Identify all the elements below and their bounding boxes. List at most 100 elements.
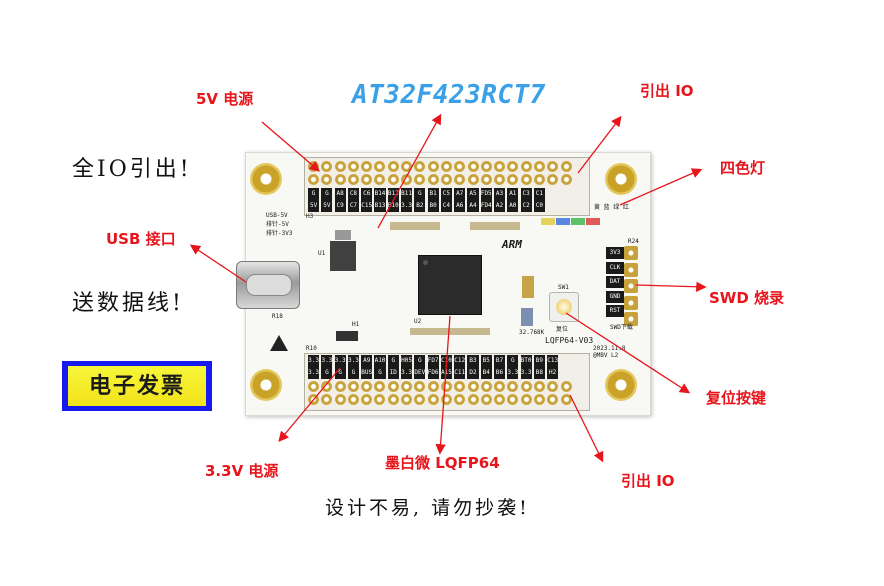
- bottom-pin-label: A9: [361, 355, 373, 367]
- header-pad: [454, 161, 466, 172]
- top-pin-label: G: [321, 188, 333, 200]
- swd-download-label: SWD下载: [610, 324, 633, 331]
- led-2: [556, 218, 570, 225]
- arrow-io-top: [577, 115, 622, 174]
- header-pad: [361, 174, 373, 185]
- callout-io-top: 引出 IO: [640, 82, 694, 100]
- header-pad: [560, 381, 572, 392]
- bottom-pin-label: ID: [387, 367, 399, 379]
- reset-label: 复位: [556, 326, 569, 333]
- arrow-usb: [189, 244, 247, 283]
- top-pin-label: C7: [347, 200, 360, 212]
- header-pad: [560, 394, 572, 405]
- led-3: [571, 218, 585, 225]
- callout-5v-power: 5V 电源: [196, 90, 254, 108]
- bottom-pin-label: FD7: [427, 355, 439, 367]
- top-header-pads-row2: [308, 174, 574, 185]
- top-pin-label: A2: [493, 200, 506, 212]
- header-pad: [507, 394, 519, 405]
- bottom-pin-label: A10: [374, 355, 386, 367]
- arrow-chip-title: [377, 113, 442, 229]
- bottom-pin-label: 3.3: [334, 355, 346, 367]
- bottom-pin-label: BUS: [361, 367, 373, 379]
- header-pad: [467, 161, 479, 172]
- bottom-pin-label: 3.3: [400, 367, 413, 379]
- header-pad: [440, 381, 452, 392]
- top-pin-label: A1: [507, 188, 519, 200]
- arrow-mcu: [435, 315, 451, 455]
- top-pin-label: 5V: [321, 200, 333, 212]
- top-pin-label: G: [308, 188, 320, 200]
- top-pin-label: C9: [334, 200, 346, 212]
- top-pin-label: C6: [361, 188, 373, 200]
- header-pad: [454, 394, 466, 405]
- header-pad: [547, 174, 559, 185]
- header-pad: [347, 174, 359, 185]
- callout-swd: SWD 烧录: [709, 289, 785, 307]
- header-pad: [334, 161, 346, 172]
- regulator-tab: [335, 230, 351, 240]
- top-pin-label: A4: [467, 200, 479, 212]
- header-pad: [401, 174, 413, 185]
- top-pin-label: A5: [467, 188, 479, 200]
- bottom-pin-label: C13: [547, 355, 559, 367]
- usb-power-notes: USB-5V 排针-5V 排针-3V3: [266, 212, 293, 237]
- arrow-io-bottom: [569, 394, 604, 463]
- top-pin-label: A8: [334, 188, 346, 200]
- arrow-led: [619, 168, 703, 206]
- header-pad: [374, 174, 386, 185]
- header-pad: [347, 394, 359, 405]
- header-pad: [414, 381, 426, 392]
- top-pin-label: C3: [520, 188, 532, 200]
- header-pad: [427, 174, 439, 185]
- header-pad: [414, 161, 426, 172]
- voltage-regulator: [330, 241, 356, 271]
- header-pad: [467, 394, 479, 405]
- header-pad: [560, 174, 572, 185]
- header-pad: [520, 394, 532, 405]
- callout-led: 四色灯: [720, 159, 766, 177]
- header-pad: [480, 174, 492, 185]
- bottom-pin-label: B6: [493, 367, 506, 379]
- header-pad: [507, 381, 519, 392]
- header-pad: [547, 381, 559, 392]
- mount-hole-top-right: [605, 163, 637, 195]
- swd-pin-labels: 3V3 CLK DAT GND RST: [606, 247, 624, 320]
- top-pin-label: 3.3: [400, 200, 413, 212]
- top-pin-label: 5V: [308, 200, 320, 212]
- bottom-pin-label: G: [334, 367, 346, 379]
- usb-c-connector: [236, 261, 300, 309]
- top-pin-label: C5: [440, 188, 452, 200]
- header-pad: [507, 161, 519, 172]
- header-pad: [440, 174, 452, 185]
- top-pin-label: B0: [427, 200, 439, 212]
- header-pad: [401, 381, 413, 392]
- header-pad: [534, 381, 546, 392]
- header-pad: [334, 381, 346, 392]
- regulator-ref: U1: [318, 250, 326, 257]
- arm-logo: ARM: [502, 238, 522, 251]
- callout-io-bottom: 引出 IO: [621, 472, 675, 490]
- bottom-header-pads-row1: [308, 381, 574, 392]
- reset-button[interactable]: [549, 292, 579, 322]
- header-pad: [494, 161, 506, 172]
- chip-model-title: AT32F423RCT7: [352, 80, 546, 110]
- bottom-pin-label: C12: [454, 355, 466, 367]
- header-pad: [401, 161, 413, 172]
- top-pin-label: C4: [440, 200, 452, 212]
- bottom-pin-label: G: [374, 367, 386, 379]
- h1-ref: H1: [352, 321, 360, 328]
- top-pin-label: C2: [520, 200, 532, 212]
- top-pin-label: B10: [387, 200, 399, 212]
- header-pad: [427, 394, 439, 405]
- bottom-pin-label: G: [387, 355, 399, 367]
- top-pin-label: G: [414, 188, 426, 200]
- caption-all-io: 全IO引出!: [72, 157, 192, 182]
- header-pad: [387, 394, 399, 405]
- header-pad: [507, 174, 519, 185]
- header-pad: [520, 381, 532, 392]
- bottom-pin-label: H2: [547, 367, 559, 379]
- header-pad: [454, 381, 466, 392]
